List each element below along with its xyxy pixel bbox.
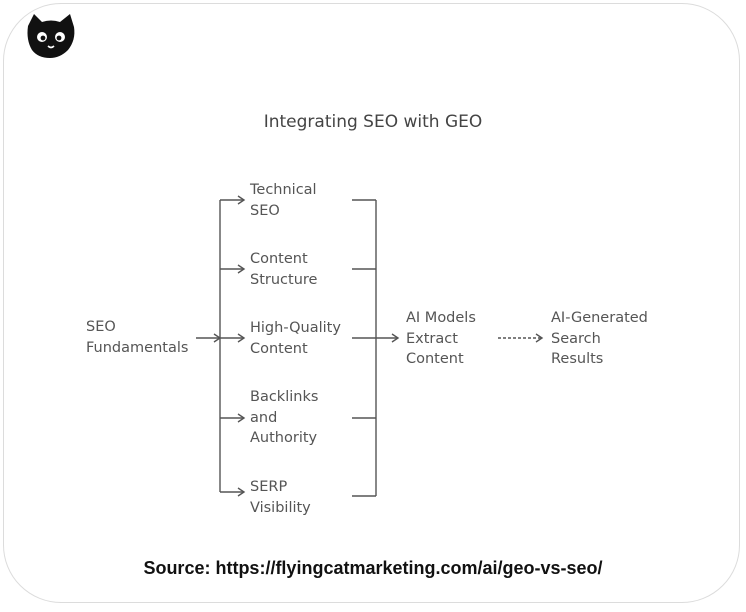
node-technical-seo: Technical SEO bbox=[250, 182, 317, 219]
node-backlinks-authority: Backlinks and Authority bbox=[250, 389, 319, 446]
node-ai-generated-results: AI-Generated Search Results bbox=[551, 310, 648, 367]
node-content-structure: Content Structure bbox=[250, 251, 318, 288]
diagram-card bbox=[3, 3, 740, 603]
node-ai-models: AI Models Extract Content bbox=[406, 310, 476, 367]
node-seo-fundamentals: SEO Fundamentals bbox=[86, 319, 189, 356]
diagram-title: Integrating SEO with GEO bbox=[263, 112, 483, 132]
node-serp-visibility: SERP Visibility bbox=[250, 479, 311, 516]
node-high-quality-content: High-Quality Content bbox=[250, 320, 341, 357]
source-caption: Source: https://flyingcatmarketing.com/a… bbox=[143, 558, 603, 578]
cat-logo-icon bbox=[27, 14, 75, 58]
